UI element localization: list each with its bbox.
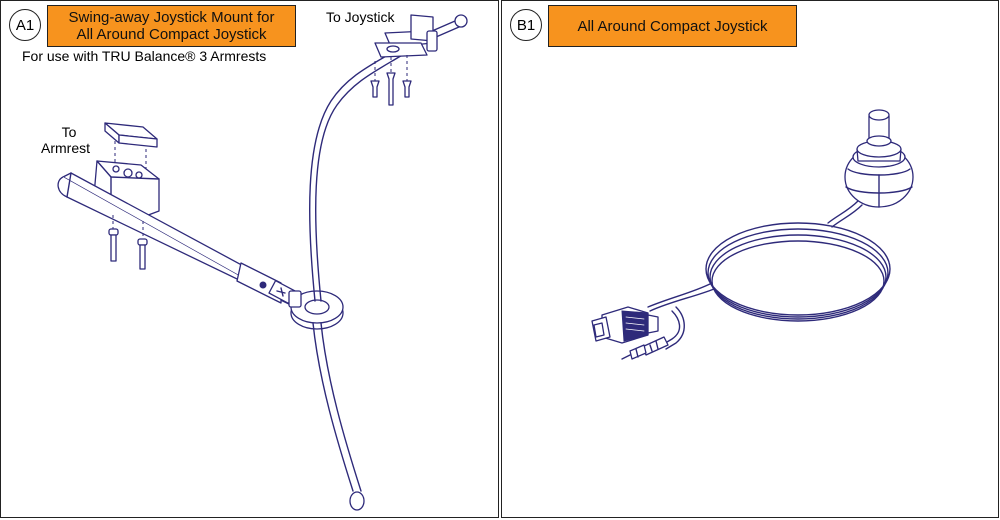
panel-title-line1: All Around Compact Joystick — [577, 17, 768, 35]
joystick-clamp — [374, 14, 438, 58]
mount-tube — [57, 172, 302, 306]
compact-joystick-illustration — [591, 109, 914, 360]
panel-badge: B1 — [510, 9, 542, 41]
panel-badge: A1 — [9, 9, 41, 41]
panel-title: All Around Compact Joystick — [548, 5, 797, 47]
panel-a1: A1 Swing-away Joystick Mount for All Aro… — [0, 0, 499, 518]
audio-jack — [621, 336, 669, 360]
d-sub-connector — [591, 306, 659, 344]
panel-title-line1: Swing-away Joystick Mount for — [68, 9, 275, 26]
callout-to-joystick: To Joystick — [326, 9, 395, 25]
panel-b1: B1 All Around Compact Joystick — [501, 0, 999, 518]
panel-subtitle: For use with TRU Balance® 3 Armrests — [22, 48, 267, 64]
joystick-knob — [844, 109, 914, 208]
panel-title-line2: All Around Compact Joystick — [76, 26, 267, 43]
swivel-hub — [288, 290, 344, 330]
cable-coil — [705, 222, 891, 322]
gooseneck-upper — [308, 14, 468, 302]
armrest-bracket-plate — [104, 122, 158, 148]
gooseneck-lower — [312, 322, 365, 511]
panel-title: Swing-away Joystick Mount for All Around… — [47, 5, 296, 47]
callout-to-armrest-line2: Armrest — [41, 140, 90, 156]
clamp-bolts — [108, 215, 148, 270]
swing-away-mount-illustration — [57, 14, 468, 511]
joystick-screws — [370, 55, 412, 106]
callout-to-armrest-line1: To — [61, 124, 77, 140]
